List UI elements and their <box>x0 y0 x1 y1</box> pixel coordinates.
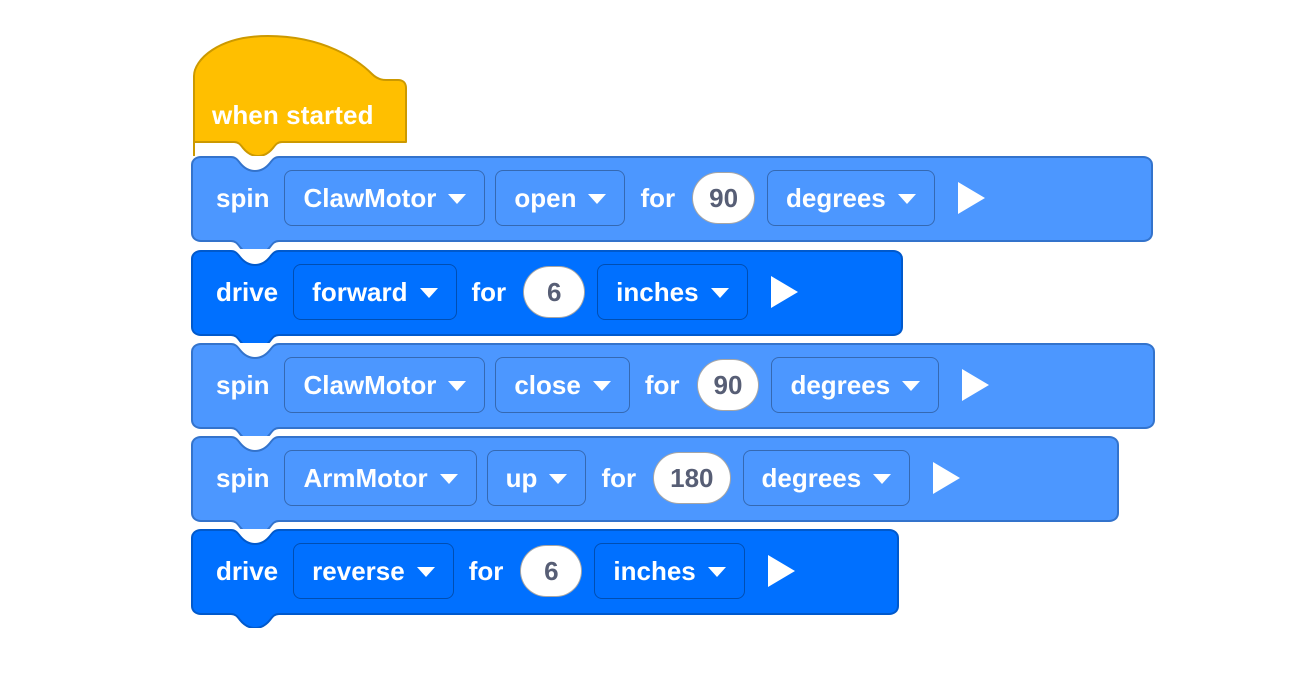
amount-value: 6 <box>544 556 559 586</box>
units-dropdown-label: degrees <box>761 463 862 493</box>
direction-dropdown[interactable]: open <box>495 170 626 226</box>
for-label: for <box>601 463 637 493</box>
direction-dropdown-label: forward <box>312 277 408 307</box>
spin-verb-label: spin <box>216 463 270 493</box>
direction-dropdown[interactable]: up <box>486 450 587 506</box>
device-dropdown-label: ClawMotor <box>303 370 437 400</box>
device-dropdown-label: ArmMotor <box>303 463 428 493</box>
device-dropdown[interactable]: ClawMotor <box>284 170 486 226</box>
block-shape <box>191 156 1153 249</box>
spin-verb-label: spin <box>216 183 270 213</box>
block-drive-forward[interactable]: drive forward for 6 inches <box>190 249 904 343</box>
units-dropdown[interactable]: degrees <box>771 357 940 413</box>
amount-input[interactable]: 6 <box>520 545 583 597</box>
direction-dropdown-label: close <box>514 370 581 400</box>
units-dropdown[interactable]: inches <box>597 264 748 320</box>
play-triangle-icon[interactable] <box>770 276 798 308</box>
amount-value: 90 <box>709 183 739 213</box>
play-triangle-icon[interactable] <box>933 462 961 494</box>
for-label: for <box>468 556 504 586</box>
play-triangle-icon[interactable] <box>767 555 795 587</box>
amount-input[interactable]: 6 <box>523 266 586 318</box>
amount-value: 6 <box>546 277 562 307</box>
chevron-down-icon <box>416 567 435 577</box>
chevron-down-icon <box>448 194 467 204</box>
direction-dropdown[interactable]: reverse <box>293 543 454 599</box>
for-label: for <box>471 277 507 307</box>
amount-value: 90 <box>713 370 743 400</box>
amount-input[interactable]: 180 <box>653 452 731 504</box>
chevron-down-icon <box>448 381 467 391</box>
chevron-down-icon <box>710 288 729 298</box>
play-triangle-icon[interactable] <box>957 182 985 214</box>
hat-block-shape <box>193 35 407 156</box>
play-triangle-icon[interactable] <box>962 369 990 401</box>
block-drive-reverse[interactable]: drive reverse for 6 inches <box>190 528 900 628</box>
amount-input[interactable]: 90 <box>696 359 760 411</box>
block-spin-arm-up[interactable]: spin ArmMotor up for 180 degrees <box>190 435 1120 529</box>
direction-dropdown[interactable]: close <box>495 357 630 413</box>
drive-verb-label: drive <box>216 277 279 307</box>
units-dropdown[interactable]: degrees <box>767 170 935 226</box>
units-dropdown-label: inches <box>613 556 696 586</box>
chevron-down-icon <box>549 474 568 484</box>
chevron-down-icon <box>873 474 892 484</box>
direction-dropdown-label: reverse <box>312 556 405 586</box>
when-started-label: when started <box>212 100 374 130</box>
block-spin-claw-close[interactable]: spin ClawMotor close for 90 degrees <box>190 342 1156 436</box>
device-dropdown[interactable]: ArmMotor <box>284 450 477 506</box>
chevron-down-icon <box>897 194 916 204</box>
chevron-down-icon <box>902 381 921 391</box>
block-shape <box>191 343 1155 436</box>
block-spin-claw-open[interactable]: spin ClawMotor open for 90 degrees <box>190 155 1154 249</box>
units-dropdown-label: degrees <box>790 370 891 400</box>
block-when-started[interactable]: when started <box>190 32 410 156</box>
direction-dropdown-label: up <box>505 463 538 493</box>
direction-dropdown[interactable]: forward <box>293 264 457 320</box>
device-dropdown-label: ClawMotor <box>303 183 437 213</box>
chevron-down-icon <box>707 567 726 577</box>
units-dropdown-label: degrees <box>786 183 886 213</box>
amount-input[interactable]: 90 <box>692 172 756 224</box>
units-dropdown-label: inches <box>616 277 699 307</box>
for-label: for <box>640 183 676 213</box>
device-dropdown[interactable]: ClawMotor <box>284 357 486 413</box>
units-dropdown[interactable]: degrees <box>742 450 911 506</box>
for-label: for <box>644 370 680 400</box>
direction-dropdown-label: open <box>514 183 577 213</box>
chevron-down-icon <box>592 381 611 391</box>
drive-verb-label: drive <box>216 556 279 586</box>
amount-value: 180 <box>670 463 714 493</box>
chevron-down-icon <box>588 194 607 204</box>
units-dropdown[interactable]: inches <box>594 543 745 599</box>
chevron-down-icon <box>419 288 438 298</box>
spin-verb-label: spin <box>216 370 270 400</box>
chevron-down-icon <box>439 474 458 484</box>
